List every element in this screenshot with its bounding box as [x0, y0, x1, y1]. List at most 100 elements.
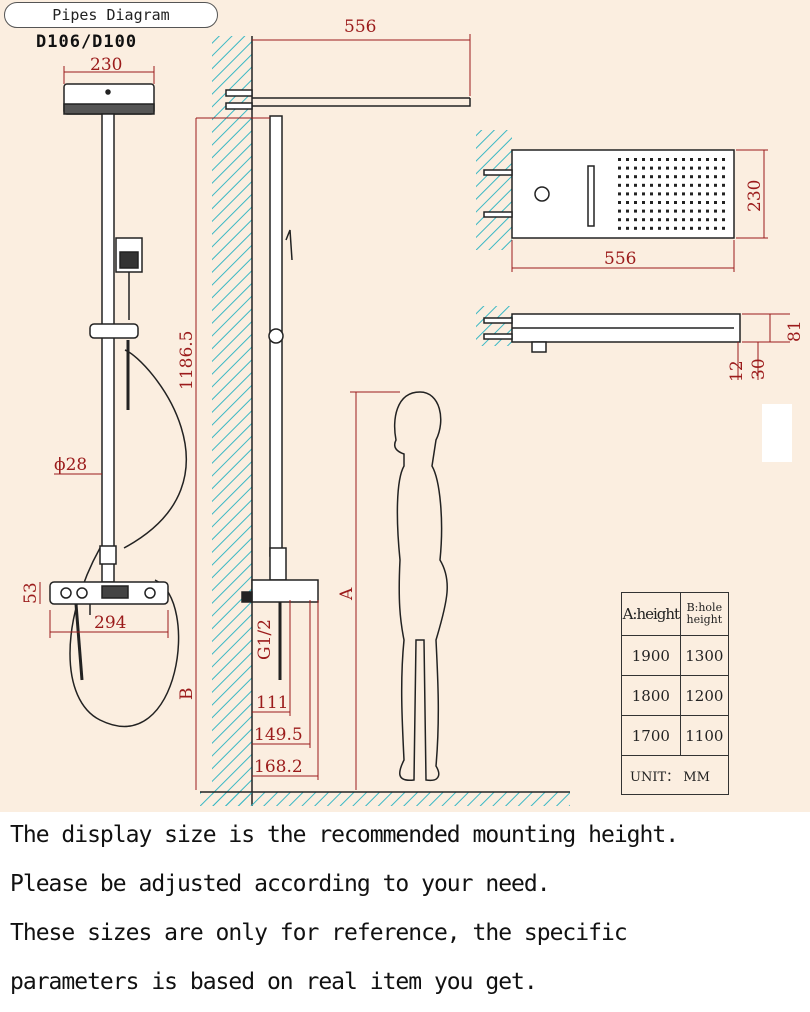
- nozzle-dot: [666, 183, 669, 187]
- nozzle-dot: [674, 158, 677, 161]
- nozzle-dot: [706, 175, 709, 179]
- dim-plate-thickness: 12: [727, 360, 747, 382]
- nozzle-dot: [658, 166, 661, 170]
- nozzle-dot: [698, 175, 701, 179]
- dim-offset-2: 149.5: [254, 725, 303, 745]
- dim-offset-1: 111: [256, 693, 288, 713]
- nozzle-dot: [714, 226, 717, 230]
- front-view: [49, 83, 188, 728]
- nozzle-dot: [714, 209, 717, 213]
- nozzle-dot: [674, 166, 677, 170]
- table-row: 1900 1300: [621, 635, 730, 676]
- note-line: parameters is based on real item you get…: [10, 969, 538, 995]
- nozzle-dot: [658, 201, 661, 204]
- nozzle-dot: [666, 218, 669, 222]
- nozzle-dot: [618, 209, 621, 213]
- nozzle-dot: [634, 201, 637, 204]
- nozzle-dot: [682, 209, 685, 213]
- diagram-area: 230 1186.5 ϕ28 53 294 B: [0, 0, 810, 812]
- table-row: 1800 1200: [621, 675, 730, 716]
- nozzle-dot: [698, 218, 701, 222]
- nozzle-dot: [626, 201, 629, 204]
- person-silhouette: [393, 391, 448, 782]
- nozzle-dot: [682, 192, 685, 196]
- nozzle-dot: [674, 183, 677, 187]
- table-unit-row: UNIT： MM: [621, 755, 729, 795]
- notes-block: The display size is the recommended moun…: [10, 816, 810, 1012]
- nozzle-dot: [658, 226, 661, 230]
- nozzle-dot: [706, 183, 709, 187]
- top-view-wall: [476, 130, 512, 250]
- table-unit: UNIT： MM: [621, 755, 729, 795]
- nozzle-dot: [690, 158, 693, 161]
- nozzle-dot: [722, 183, 725, 187]
- nozzle-dot: [666, 158, 669, 161]
- nozzle-dot: [690, 175, 693, 179]
- nozzle-dot: [690, 183, 693, 187]
- nozzle-dot: [618, 192, 621, 196]
- nozzle-dot: [682, 175, 685, 179]
- nozzle-dot: [706, 218, 709, 222]
- nozzle-dot: [666, 166, 669, 170]
- nozzle-dot: [642, 192, 645, 196]
- blank-patch: [762, 404, 792, 462]
- nozzle-dot: [618, 218, 621, 222]
- nozzle-dot: [698, 209, 701, 213]
- note-line: The display size is the recommended moun…: [10, 822, 679, 848]
- nozzle-dot: [658, 158, 661, 161]
- nozzle-dot: [666, 201, 669, 204]
- nozzle-dot: [650, 209, 653, 213]
- nozzle-dot: [634, 226, 637, 230]
- side-view: [225, 89, 471, 680]
- nozzle-dot: [682, 166, 685, 170]
- dim-valve-height: 53: [21, 582, 41, 604]
- nozzle-dot: [666, 192, 669, 196]
- nozzle-dot: [618, 166, 621, 170]
- nozzle-dot: [690, 218, 693, 222]
- nozzle-dot: [706, 166, 709, 170]
- technical-drawing: 230 1186.5 ϕ28 53 294 B: [21, 17, 805, 806]
- nozzle-dot: [618, 158, 621, 161]
- nozzle-dot: [642, 201, 645, 204]
- nozzle-dot: [698, 158, 701, 161]
- nozzle-dot: [626, 175, 629, 179]
- nozzle-dot: [626, 158, 629, 161]
- nozzle-dot: [634, 183, 637, 187]
- height-table: A:height B:hole height 1900 1300 1800 12…: [621, 592, 730, 795]
- nozzle-dot: [626, 192, 629, 196]
- nozzle-dot: [650, 192, 653, 196]
- nozzle-dot: [626, 183, 629, 187]
- nozzle-dot: [650, 158, 653, 161]
- nozzle-dot: [698, 192, 701, 196]
- side-valve: [251, 579, 319, 603]
- nozzle-dot: [690, 226, 693, 230]
- nozzle-dot: [714, 166, 717, 170]
- nozzle-dot: [682, 226, 685, 230]
- top-view: [483, 149, 735, 239]
- nozzle-dot: [634, 158, 637, 161]
- nozzle-dot: [714, 192, 717, 196]
- nozzle-dot: [722, 192, 725, 196]
- nozzle-dot: [642, 218, 645, 222]
- dim-offset-3: 168.2: [254, 757, 303, 777]
- nozzle-dot: [666, 226, 669, 230]
- dim-head-thickness: 81: [785, 320, 805, 342]
- nozzle-dot: [658, 183, 661, 187]
- nozzle-dot: [658, 175, 661, 179]
- model-number: D106/D100: [36, 32, 138, 52]
- nozzle-dot: [682, 158, 685, 161]
- nozzle-dot: [674, 226, 677, 230]
- nozzle-dot: [714, 158, 717, 161]
- note-line: These sizes are only for reference, the …: [10, 920, 628, 946]
- profile-view: [483, 313, 741, 353]
- nozzle-dot: [682, 218, 685, 222]
- nozzle-dot: [706, 201, 709, 204]
- front-riser-pipe: [101, 113, 115, 583]
- nozzle-dot: [618, 226, 621, 230]
- nozzle-dot: [682, 201, 685, 204]
- dim-arm-height: 30: [749, 358, 769, 380]
- nozzle-dot: [698, 183, 701, 187]
- dim-label-a: A: [337, 587, 357, 601]
- nozzle-dot: [666, 209, 669, 213]
- nozzle-dot: [650, 183, 653, 187]
